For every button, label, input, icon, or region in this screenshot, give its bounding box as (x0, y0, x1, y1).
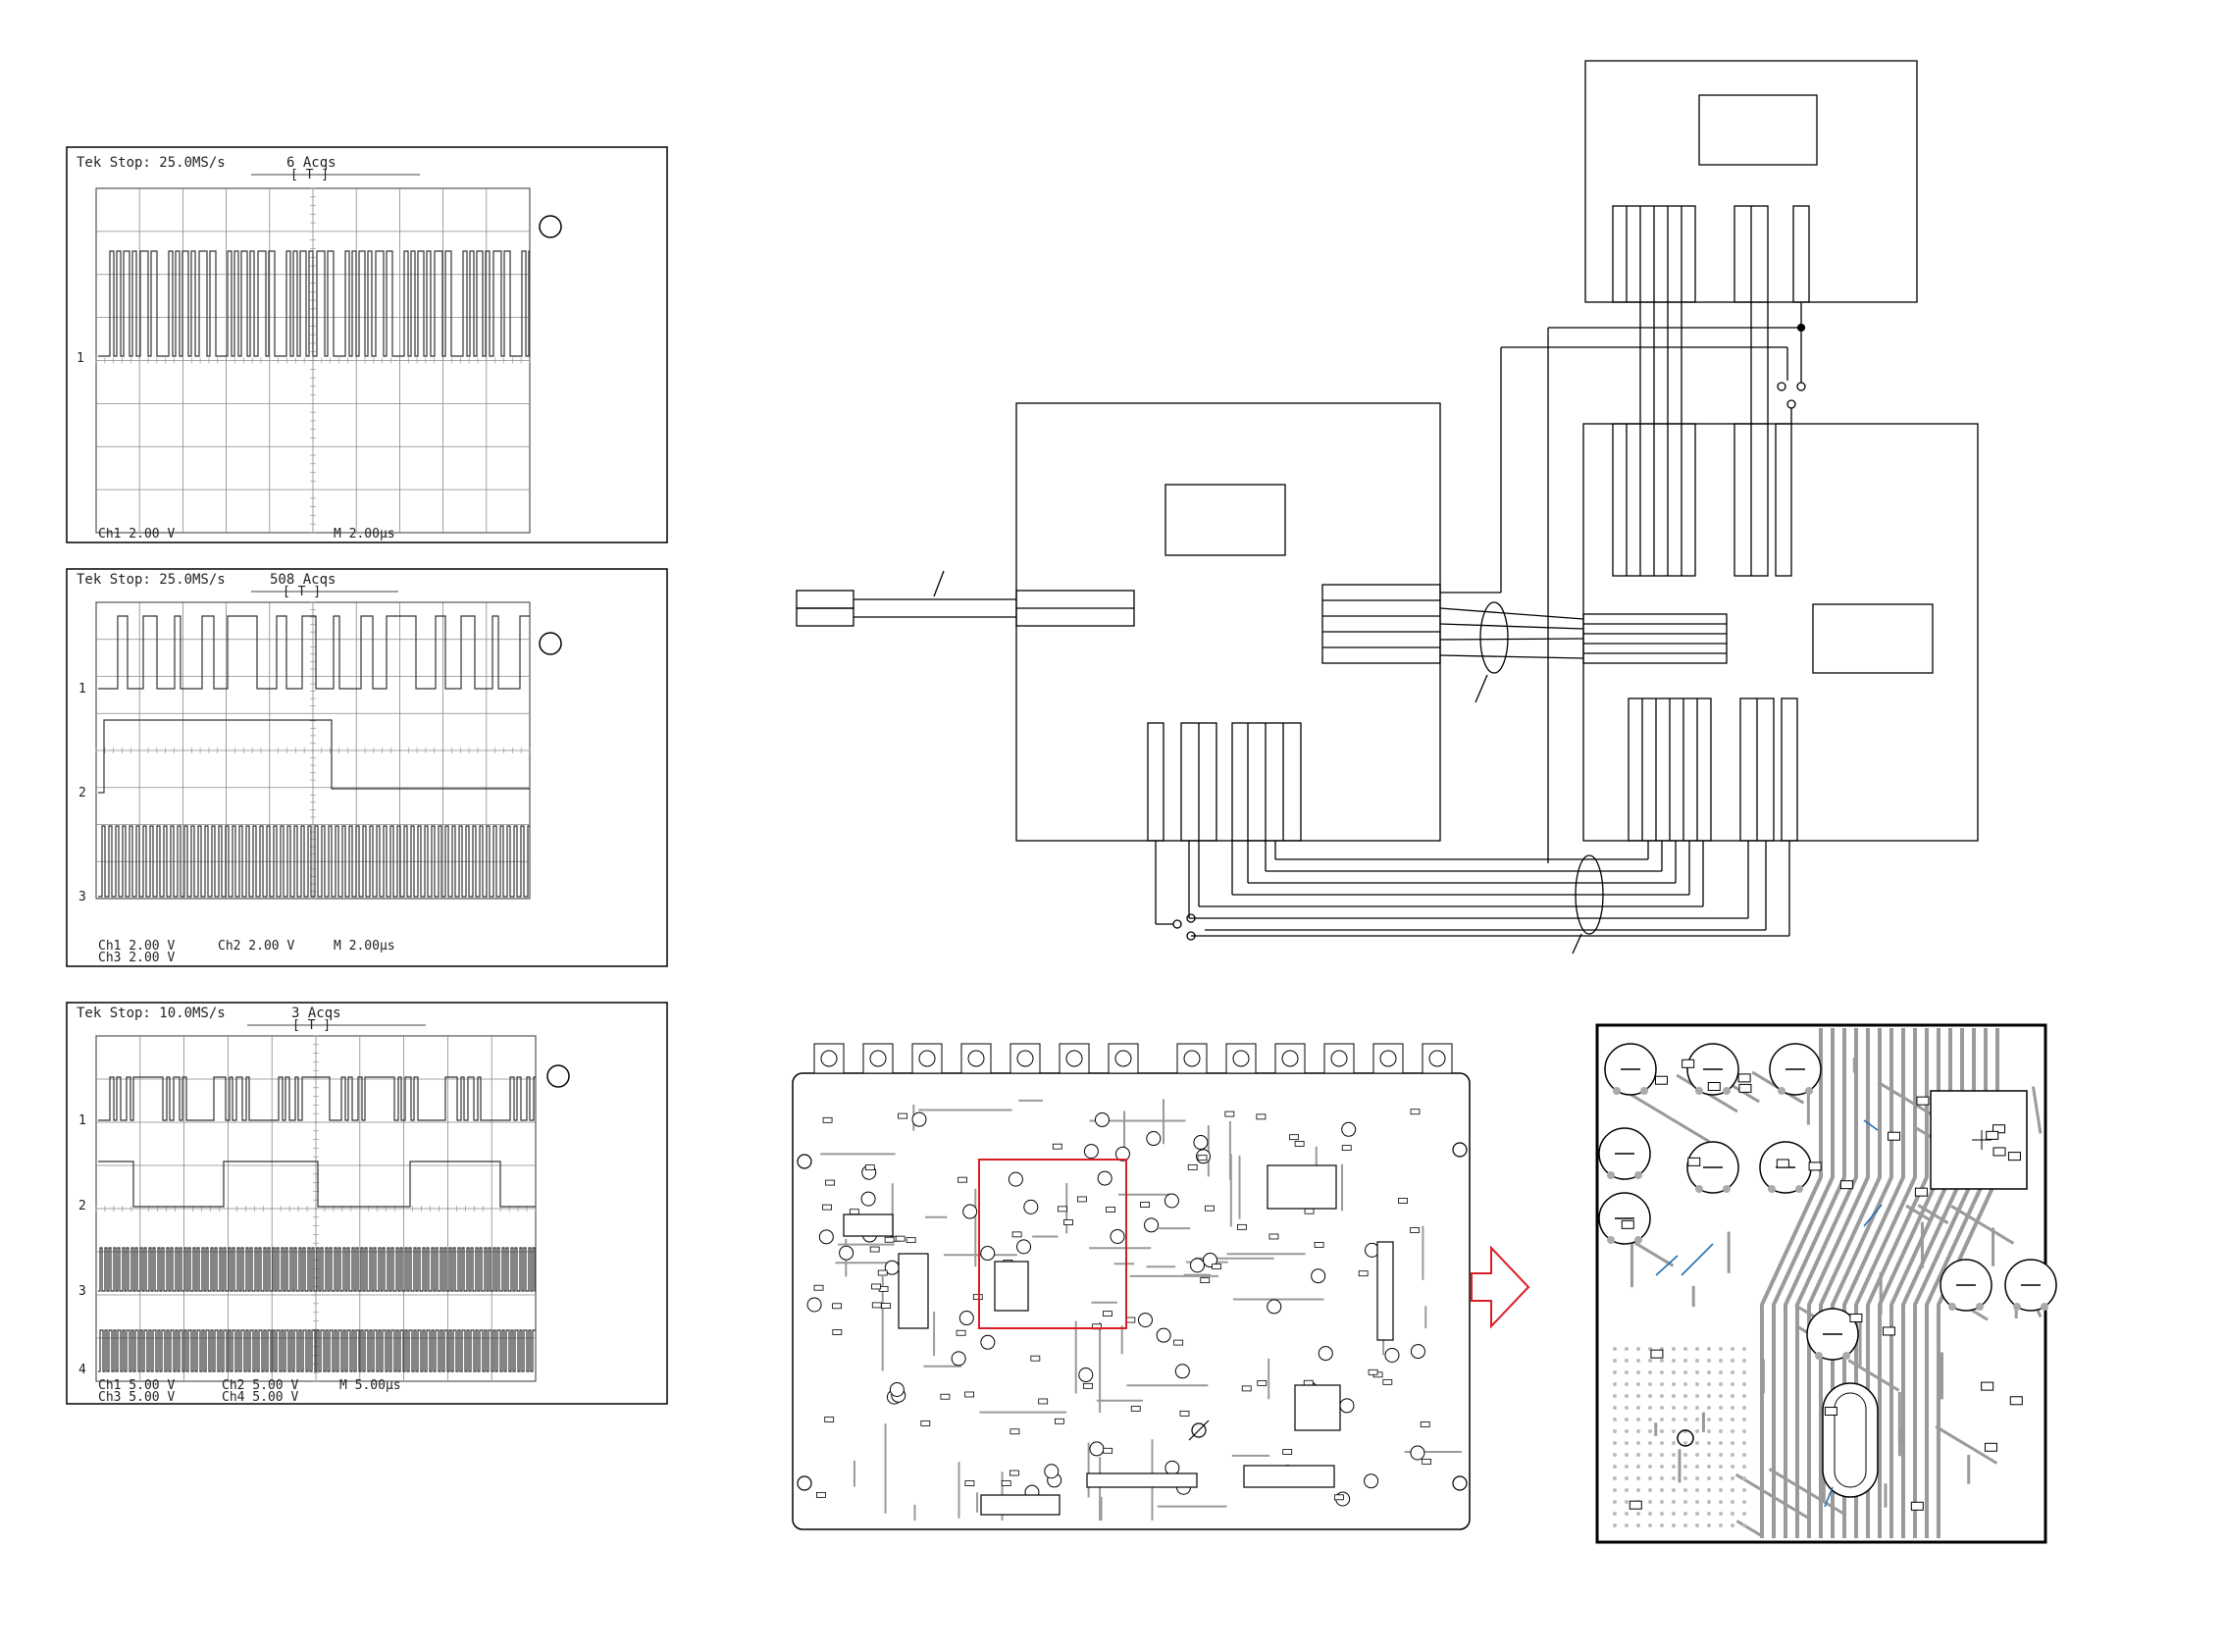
right-block-bottom-pins (1629, 698, 1797, 841)
scope-2-footer-timebase: M 2.00µs (334, 939, 395, 954)
right-block-top-pins (1613, 424, 1791, 576)
scope-3-footer-ch4: Ch4 5.00 V (222, 1390, 298, 1405)
top-to-right-bus (1640, 302, 1801, 424)
scope-3-ch-marker-3: 3 (78, 1284, 86, 1299)
svg-text:[ T ]: [ T ] (283, 585, 321, 599)
scope-1-footer-timebase: M 2.00µs (334, 527, 395, 542)
scope-2-ch-marker-2: 2 (78, 786, 86, 800)
pcb-detail-view (1597, 1025, 2056, 1542)
pcb-overview (793, 1044, 1470, 1529)
top-block-ic (1699, 95, 1817, 165)
svg-text:[ T ]: [ T ] (292, 1018, 331, 1033)
scope-1-header: Tek Stop: 25.0MS/s (77, 155, 226, 171)
block-diagram (797, 61, 1978, 954)
scope-2-ch-marker-1: 1 (78, 682, 86, 697)
scope-3-ch-marker-2: 2 (78, 1199, 86, 1213)
scope-3-ch-marker-4: 4 (78, 1363, 86, 1377)
left-block-input-pins (1016, 591, 1134, 626)
left-block-ic (1165, 485, 1285, 555)
left-to-right-bus (1440, 347, 1583, 702)
left-block-bottom-pins (1148, 723, 1301, 841)
scope-2-header: Tek Stop: 25.0MS/s (77, 572, 226, 588)
right-block-input-pins (1583, 614, 1727, 663)
scope-3-header: Tek Stop: 10.0MS/s (77, 1006, 226, 1021)
oscilloscope-panel-1: Tek Stop: 25.0MS/s 6 Acqs [ T ] 1 Ch1 2.… (67, 147, 667, 542)
switch-network (1501, 325, 1805, 425)
scope-2-ch-marker-3: 3 (78, 890, 86, 904)
scope-3-footer-timebase: M 5.00µs (339, 1378, 401, 1393)
svg-text:[ T ]: [ T ] (290, 168, 329, 182)
left-block-output-pins (1322, 585, 1440, 663)
oscilloscope-panel-2: Tek Stop: 25.0MS/s 508 Acqs [ T ] 1 2 3 … (67, 569, 667, 966)
right-block-ic (1813, 604, 1933, 673)
oscilloscope-panel-3: Tek Stop: 10.0MS/s 3 Acqs [ T ] 1 2 3 4 … (67, 1003, 667, 1405)
bottom-return-bus (1156, 841, 1789, 954)
scope-3-footer-ch3: Ch3 5.00 V (98, 1390, 175, 1405)
input-connector (797, 571, 1016, 626)
scope-2-footer-ch2: Ch2 2.00 V (218, 939, 294, 954)
zoom-arrow (1472, 1248, 1528, 1326)
scope-3-ch-marker-1: 1 (78, 1113, 86, 1128)
left-block (1016, 403, 1440, 841)
scope-1-ch-marker-1: 1 (77, 351, 84, 366)
scope-1-footer-ch1: Ch1 2.00 V (98, 527, 175, 542)
scope-2-footer-ch3: Ch3 2.00 V (98, 951, 175, 965)
top-block-pins (1613, 206, 1809, 302)
